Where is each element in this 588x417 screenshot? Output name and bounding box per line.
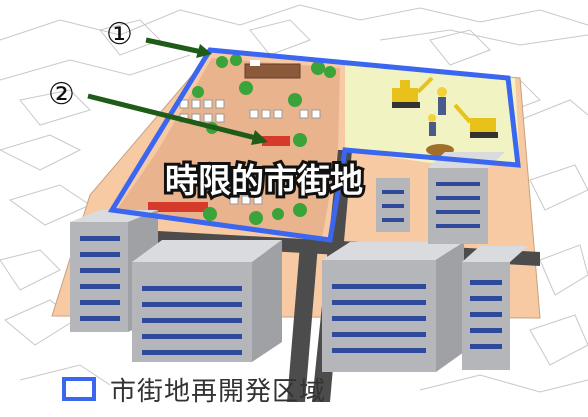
construction-machine-icon xyxy=(392,76,498,138)
marker-2: ② xyxy=(48,77,75,112)
legend-boundary-swatch xyxy=(62,377,96,401)
legend: 市街地再開発区域 xyxy=(62,372,327,407)
marker-1: ① xyxy=(106,17,133,52)
construction-site xyxy=(345,62,520,165)
arrow-icon xyxy=(87,37,268,145)
legend-label: 市街地再開発区域 xyxy=(110,376,327,407)
school-grounds xyxy=(118,58,340,238)
townscape-background xyxy=(0,4,588,393)
tree-icons xyxy=(192,54,336,225)
redevelopment-boundary xyxy=(107,47,521,243)
building-windows xyxy=(80,182,502,355)
temporary-area-label: 時限的市街地 xyxy=(165,161,363,200)
